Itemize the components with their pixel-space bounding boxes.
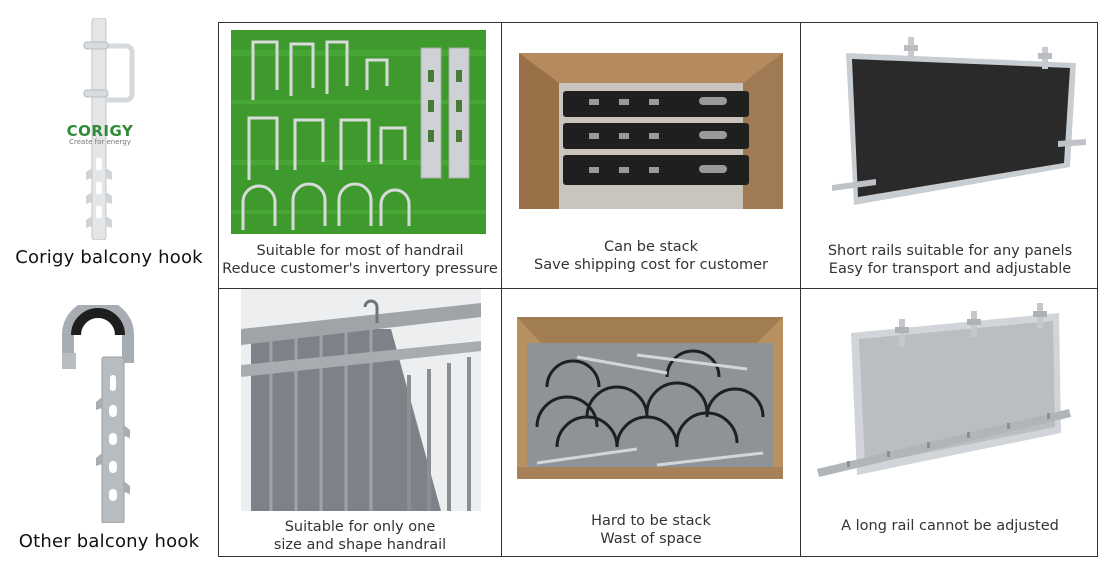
other-hook-icon bbox=[62, 305, 134, 523]
caption-line: Reduce customer's invertory pressure bbox=[222, 261, 498, 277]
caption-corigy-handrail: Suitable for most of handrail Reduce cus… bbox=[219, 242, 501, 278]
cell-other-rail: A long rail cannot be adjusted bbox=[801, 289, 1099, 558]
photo-balcony-handrail bbox=[241, 289, 481, 511]
photo-tangled-hooks-box bbox=[517, 317, 783, 479]
row-label-other: Other balcony hook bbox=[18, 531, 200, 552]
caption-line: Hard to be stack bbox=[591, 513, 711, 529]
cell-corigy-stack: Can be stack Save shipping cost for cust… bbox=[502, 23, 800, 288]
caption-line: size and shape handrail bbox=[273, 537, 447, 553]
row-label-corigy: Corigy balcony hook bbox=[15, 247, 203, 268]
photo-stacked-hooks-box bbox=[519, 53, 783, 209]
corigy-logo: CORIGY Create for energy bbox=[58, 122, 142, 146]
caption-line: Can be stack bbox=[603, 239, 699, 255]
cell-other-handrail: Suitable for only one size and shape han… bbox=[219, 289, 501, 558]
caption-line: Short rails suitable for any panels bbox=[827, 243, 1073, 259]
comparison-grid: Suitable for most of handrail Reduce cus… bbox=[218, 22, 1098, 557]
caption-other-handrail: Suitable for only one size and shape han… bbox=[219, 518, 501, 554]
caption-line: Easy for transport and adjustable bbox=[828, 261, 1072, 277]
caption-other-stack: Hard to be stack Wast of space bbox=[502, 512, 800, 548]
photo-hooks-on-grass bbox=[231, 30, 486, 234]
caption-line: Suitable for most of handrail bbox=[256, 243, 464, 259]
logo-tagline: Create for energy bbox=[69, 138, 131, 146]
caption-other-rail: A long rail cannot be adjusted bbox=[801, 517, 1099, 535]
corigy-hook-icon bbox=[83, 18, 135, 240]
cell-corigy-rails: Short rails suitable for any panels Easy… bbox=[801, 23, 1099, 288]
cell-corigy-handrail: Suitable for most of handrail Reduce cus… bbox=[219, 23, 501, 288]
caption-corigy-rails: Short rails suitable for any panels Easy… bbox=[801, 242, 1099, 278]
caption-line: Wast of space bbox=[600, 531, 702, 547]
caption-line: Save shipping cost for customer bbox=[534, 257, 768, 273]
cell-other-stack: Hard to be stack Wast of space bbox=[502, 289, 800, 558]
caption-line: A long rail cannot be adjusted bbox=[841, 518, 1059, 534]
photo-panel-long-rail bbox=[817, 303, 1071, 477]
photo-panel-short-rails bbox=[832, 37, 1086, 205]
logo-brand: CORIGY bbox=[66, 122, 134, 140]
caption-line: Suitable for only one bbox=[284, 519, 436, 535]
caption-corigy-stack: Can be stack Save shipping cost for cust… bbox=[502, 238, 800, 274]
